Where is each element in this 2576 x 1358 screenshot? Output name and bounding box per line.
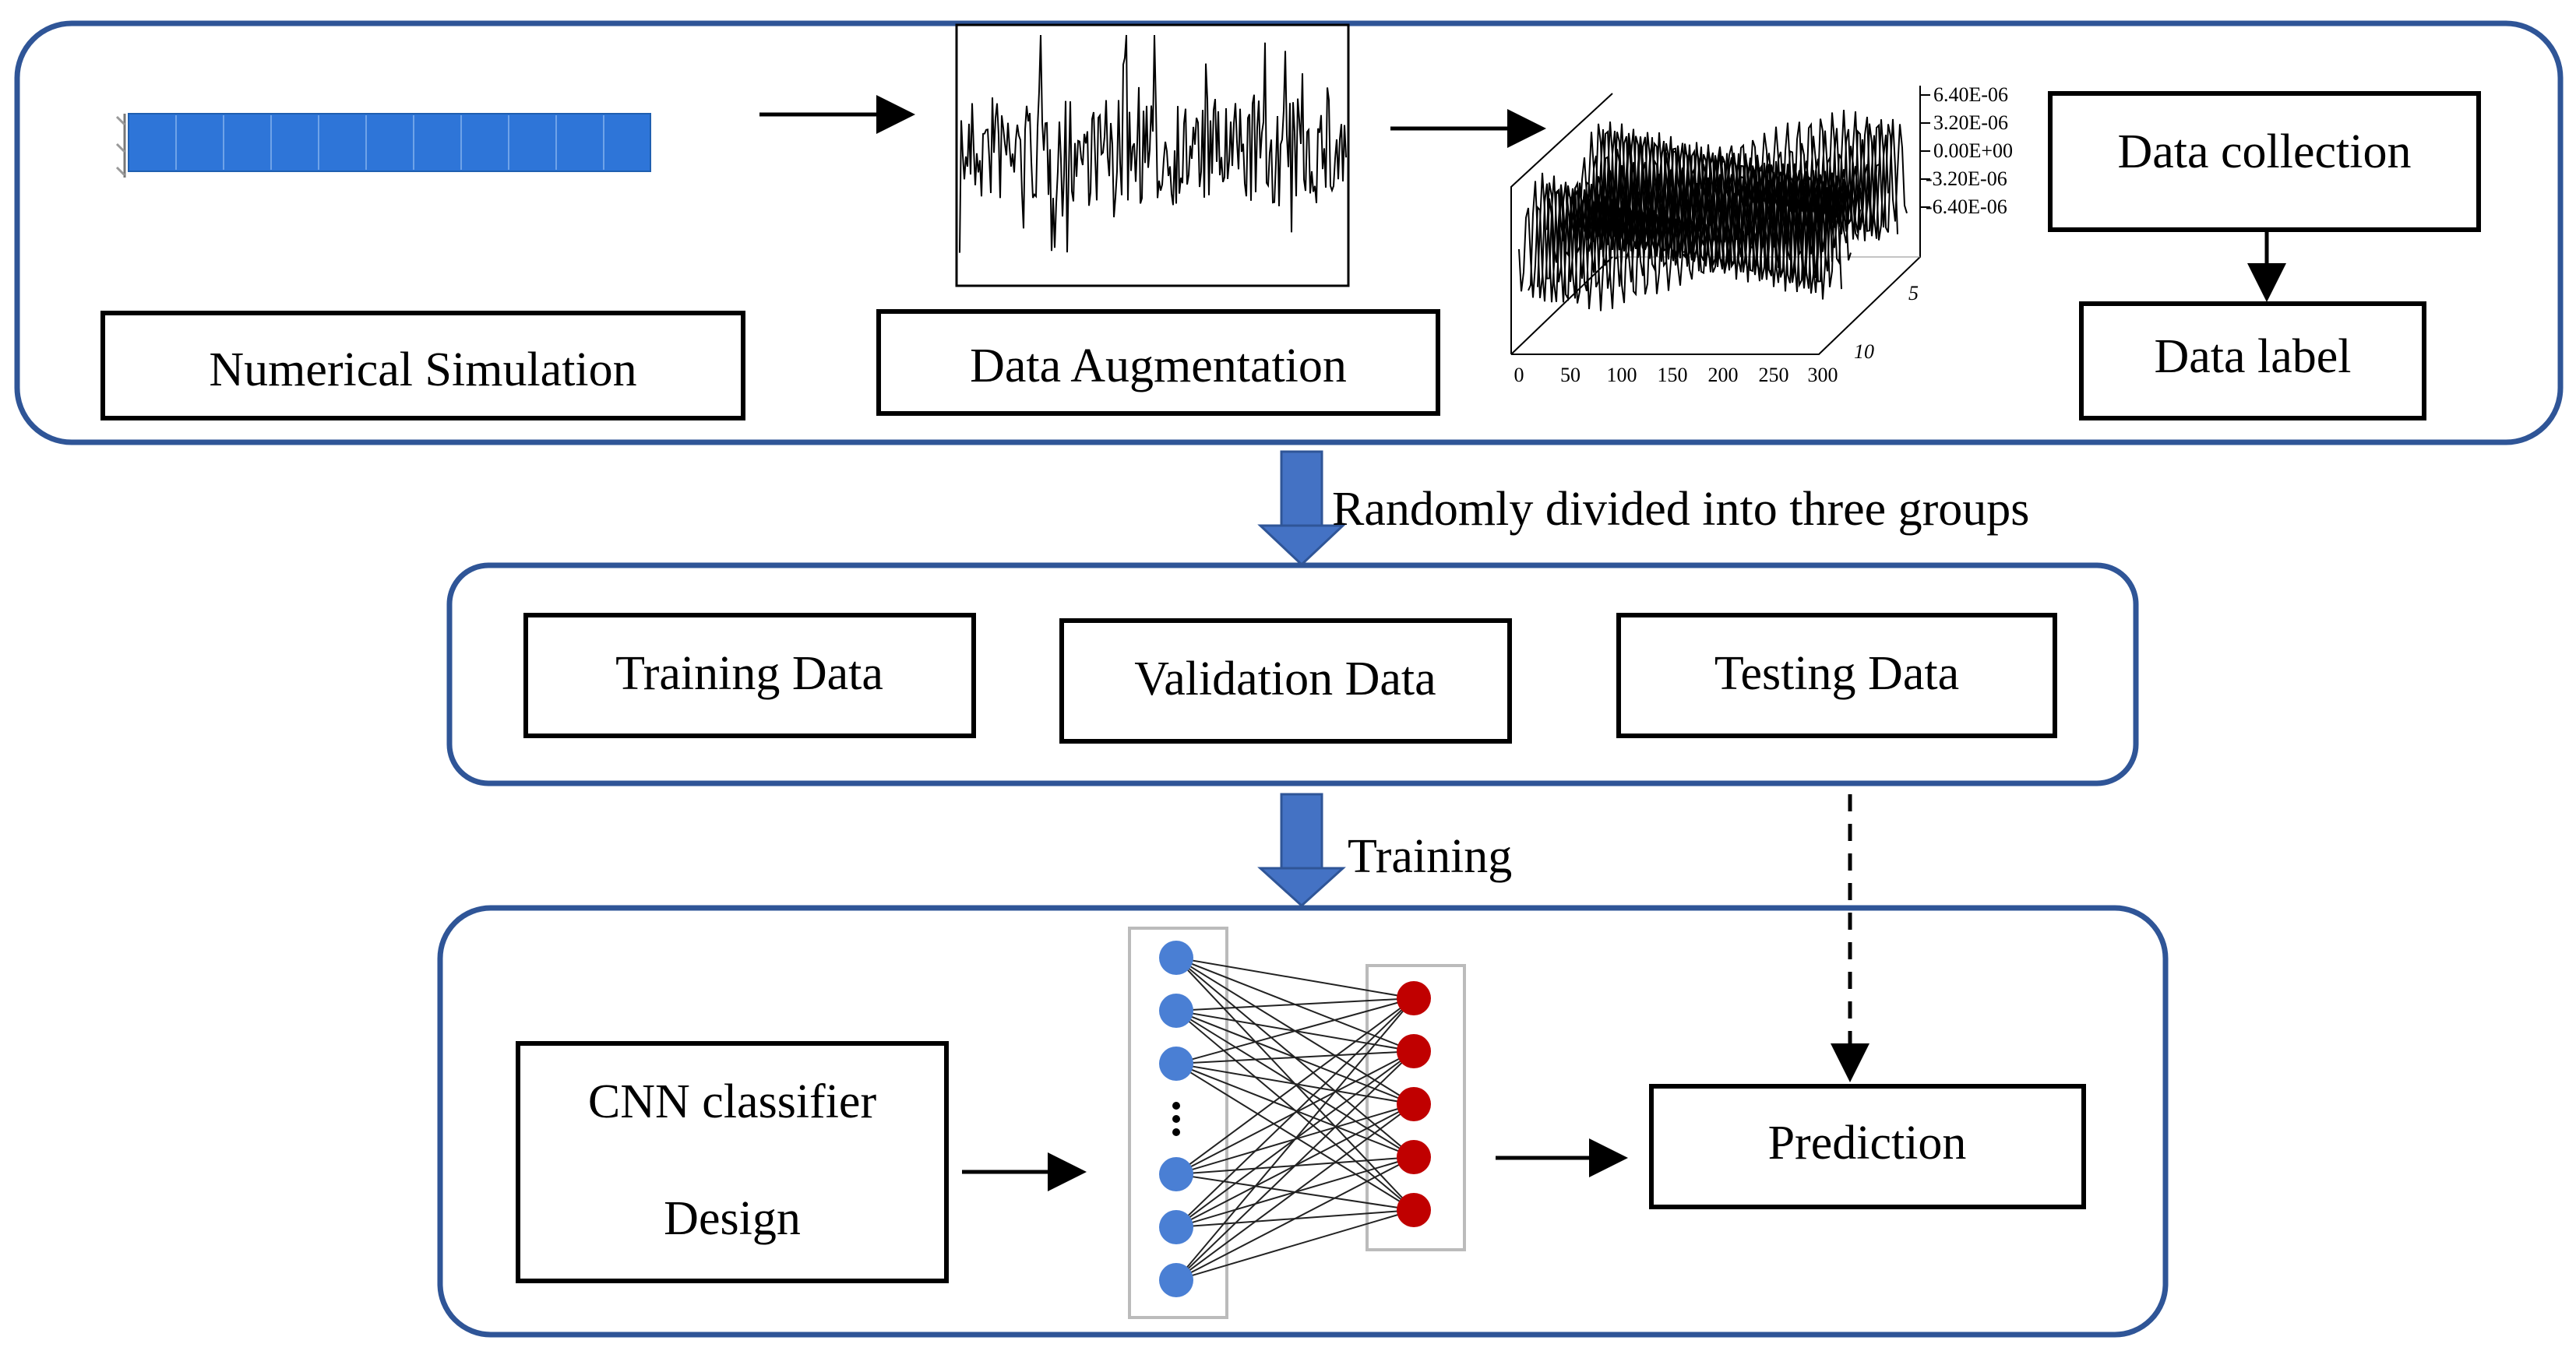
surface-trace (1602, 110, 1908, 231)
network-edge (1175, 1063, 1415, 1158)
x-tick-label: 0 (1514, 364, 1524, 386)
network-edge (1175, 997, 1415, 1281)
prediction-box (1649, 1084, 2086, 1209)
network-edge (1175, 1063, 1415, 1105)
cnn-classifier-box (516, 1041, 949, 1283)
split-label: Randomly divided into three groups (1332, 483, 2029, 536)
surface-trace (1593, 118, 1898, 242)
prediction-label: Prediction (1768, 1117, 1967, 1170)
data-augmentation-label: Data Augmentation (970, 340, 1347, 392)
network-edge (1175, 1050, 1415, 1281)
model-panel (437, 905, 2169, 1338)
x-tick-label: 100 (1607, 364, 1637, 386)
y-tick-label: 10 (1854, 340, 1874, 363)
network-edge (1175, 997, 1415, 1011)
input-neuron (1159, 1047, 1193, 1081)
network-edge (1175, 1209, 1415, 1281)
x-tick-label: 50 (1560, 364, 1580, 386)
data-label-label: Data label (2154, 330, 2351, 383)
network-edge (1175, 957, 1415, 999)
split-block-arrow (1257, 450, 1346, 567)
network-edge (1175, 1050, 1415, 1064)
data-collection-label: Data collection (2118, 125, 2412, 178)
numerical-simulation-box (100, 311, 745, 420)
input-neuron (1159, 941, 1193, 975)
network-edge (1175, 997, 1415, 1064)
x-tick-label: 250 (1759, 364, 1789, 386)
data-label-box (2079, 301, 2426, 420)
surface-trace (1565, 144, 1870, 268)
y-tick-label: 5 (1908, 282, 1919, 304)
output-neuron (1397, 1034, 1431, 1068)
network-edge (1175, 997, 1415, 1175)
validation-data-box (1059, 618, 1512, 744)
z-tick-label: -6.40E-06 (1926, 195, 2007, 218)
surface-plot-icon: 6.40E-06 3.20E-06 0.00E+00 -3.20E-06 -6.… (1510, 83, 2013, 386)
output-neuron (1397, 1193, 1431, 1227)
input-neuron (1159, 1157, 1193, 1191)
network-edge (1175, 997, 1415, 1228)
z-tick-label: 0.00E+00 (1933, 139, 2013, 162)
output-neuron (1397, 1140, 1431, 1174)
cnn-classifier-label: CNN classifier (588, 1075, 877, 1128)
data-generation-panel (14, 20, 2564, 445)
output-neuron (1397, 981, 1431, 1015)
x-tick-label: 150 (1658, 364, 1688, 386)
data-augmentation-box (876, 309, 1440, 416)
network-edge (1175, 1103, 1415, 1281)
z-tick-label: -3.20E-06 (1926, 167, 2007, 190)
data-collection-box (2048, 91, 2481, 232)
training-label: Training (1348, 830, 1512, 883)
network-edge (1175, 1156, 1415, 1281)
z-tick-label: 6.40E-06 (1933, 83, 2008, 106)
input-neuron (1159, 1210, 1193, 1244)
x-tick-label: 300 (1808, 364, 1838, 386)
beam-model-icon (115, 113, 651, 178)
data-split-panel (446, 562, 2139, 786)
output-neuron (1397, 1087, 1431, 1121)
input-neuron (1159, 1263, 1193, 1297)
cnn-design-label: Design (664, 1192, 801, 1245)
numerical-simulation-label: Numerical Simulation (209, 343, 636, 396)
network-edge (1175, 1063, 1415, 1211)
input-neuron (1159, 994, 1193, 1028)
validation-data-label: Validation Data (1134, 653, 1436, 705)
training-data-box (523, 613, 976, 738)
training-block-arrow (1257, 793, 1346, 908)
z-tick-label: 3.20E-06 (1933, 111, 2008, 134)
testing-data-box (1616, 613, 2057, 738)
noise-signal-icon (955, 23, 1350, 287)
training-data-label: Training Data (615, 647, 883, 700)
x-tick-label: 200 (1708, 364, 1739, 386)
testing-data-label: Testing Data (1714, 647, 1959, 700)
neural-network-icon (1128, 927, 1466, 1319)
